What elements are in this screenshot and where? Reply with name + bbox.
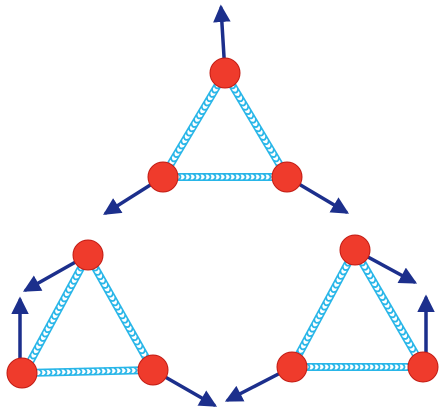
spring-br-left xyxy=(288,248,359,369)
atom-br-apex xyxy=(339,234,371,266)
atom-br-left xyxy=(276,351,308,383)
atom-bl-left xyxy=(6,357,38,389)
spring-bl-right xyxy=(84,253,157,372)
molecule-top xyxy=(103,4,350,215)
atom-top-apex xyxy=(209,57,241,89)
spring-br-bottom xyxy=(291,362,426,372)
atom-br-right xyxy=(407,351,439,383)
molecule-bottom-right xyxy=(224,234,439,402)
spring-top-left xyxy=(159,70,229,180)
atom-top-right xyxy=(271,161,303,193)
atom-bl-apex xyxy=(72,239,104,271)
atom-top-left xyxy=(147,161,179,193)
spring-bl-bottom xyxy=(23,366,154,377)
atom-bl-right xyxy=(137,354,169,386)
molecule-bottom-left xyxy=(6,239,218,407)
spring-top-bottom xyxy=(162,173,287,181)
spring-top-right xyxy=(221,70,291,180)
